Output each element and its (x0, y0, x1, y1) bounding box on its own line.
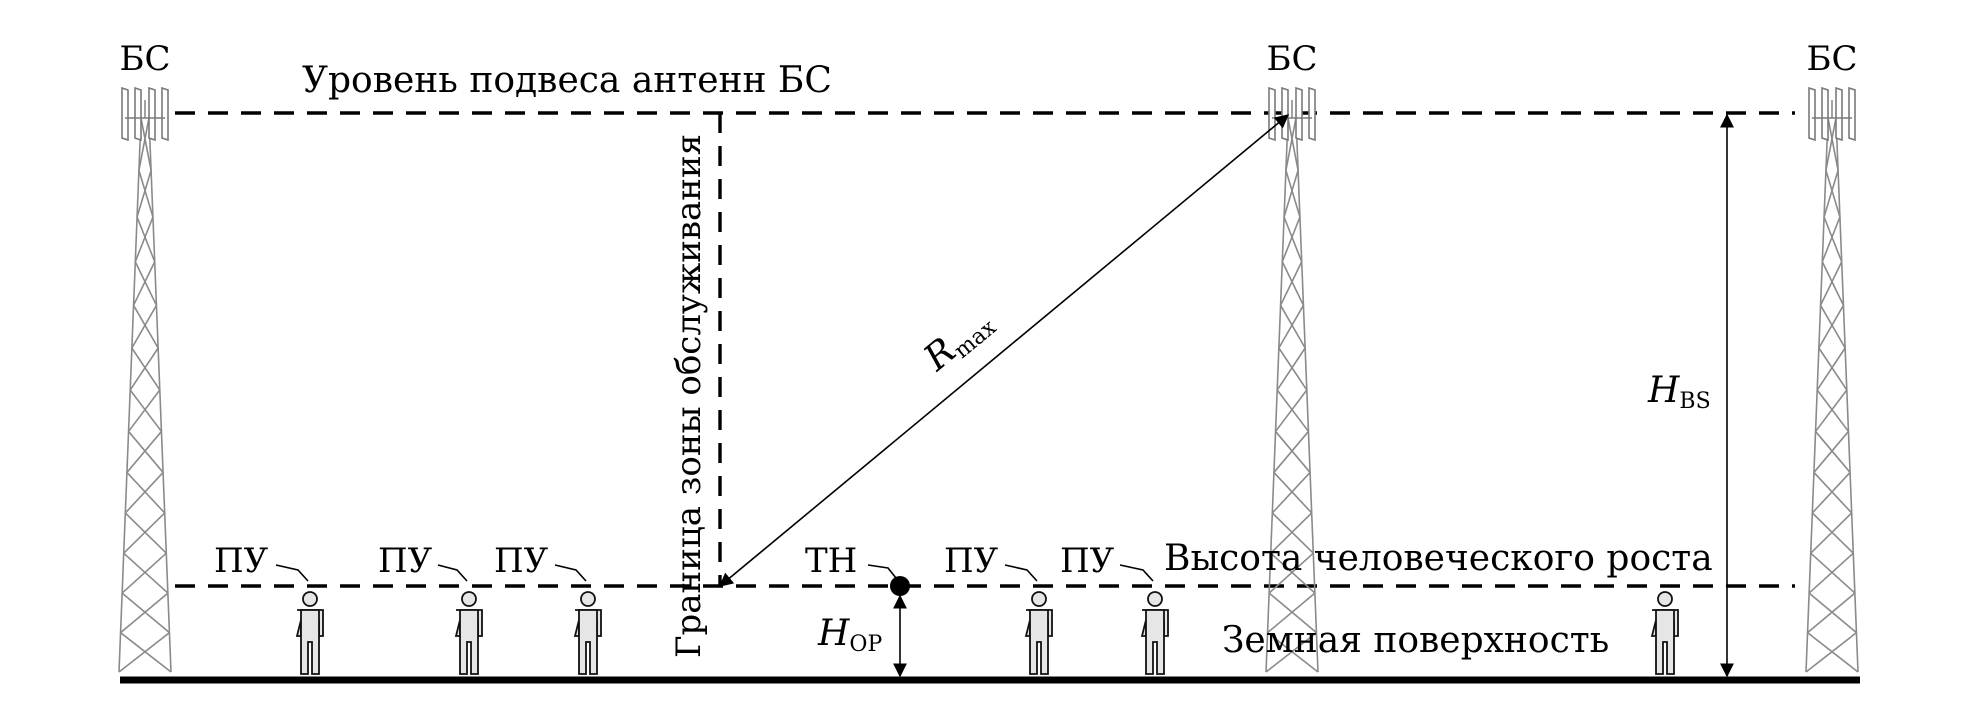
user-label-3: ПУ (494, 541, 549, 581)
tower-icon (1805, 100, 1859, 673)
tower-right (1805, 86, 1859, 673)
person-icon (295, 591, 324, 675)
service-boundary-label: Граница зоны обслуживания (669, 134, 709, 658)
user-leader-5 (1119, 564, 1154, 582)
user-leader-2 (437, 564, 468, 582)
antenna-level-label: Уровень подвеса антенн БС (302, 60, 832, 101)
user-label-5: ПУ (1060, 541, 1115, 581)
person-icon (1024, 591, 1053, 675)
person-icon (573, 591, 602, 675)
human-height-label: Высота человеческого роста (1164, 538, 1713, 579)
user-leader-4 (1004, 564, 1038, 582)
user-label-2: ПУ (378, 541, 433, 581)
test-point-label: ТН (805, 541, 857, 581)
r-max-arrow (718, 114, 1290, 587)
h-op-label: HОР (817, 613, 882, 657)
ground-label: Земная поверхность (1222, 620, 1609, 661)
user-leader-3 (554, 564, 587, 582)
test-point-marker (890, 576, 910, 596)
h-bs-label: HBS (1647, 370, 1711, 414)
person-icon (454, 591, 483, 675)
user-leader-1 (275, 564, 309, 582)
antenna-icon (1268, 86, 1316, 142)
r-max-label: Rmax (916, 300, 1002, 382)
test-point-leader (867, 564, 897, 579)
bs-label-left: БС (120, 39, 171, 79)
tower-left (118, 86, 172, 673)
antenna-icon (121, 86, 169, 142)
person-icon (1650, 591, 1679, 675)
tower-icon (118, 100, 172, 673)
antenna-icon (1808, 86, 1856, 142)
person-icon (1140, 591, 1169, 675)
user-label-1: ПУ (214, 541, 269, 581)
bs-label-right: БС (1807, 39, 1858, 79)
bs-label-center: БС (1267, 39, 1318, 79)
user-label-4: ПУ (944, 541, 999, 581)
